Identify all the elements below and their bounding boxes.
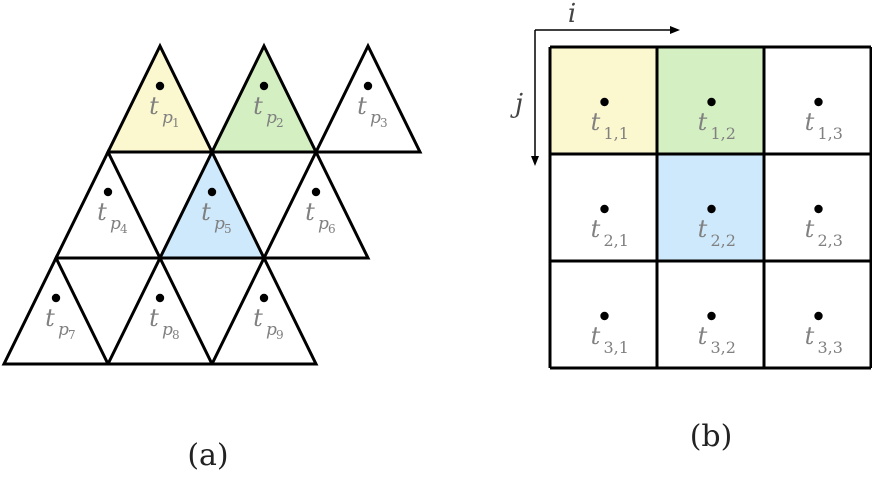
triangle-shape <box>53 148 163 260</box>
triangle-label-subscript: p <box>266 108 277 128</box>
triangle-shape <box>1 254 111 366</box>
triangle-label-subscript: p <box>370 108 381 128</box>
grid-label-letter: t <box>805 215 815 243</box>
triangle-label-letter: t <box>201 198 211 226</box>
triangle-label-index: 7 <box>68 328 76 342</box>
triangle-shape <box>105 42 215 154</box>
triangle-label-index: 1 <box>172 116 180 130</box>
triangle-label-subscript: p <box>266 320 277 340</box>
triangle-label-subscript: p <box>162 108 173 128</box>
triangle-shape <box>209 42 319 154</box>
grid-center-dot <box>600 311 609 321</box>
triangle-label-index: 3 <box>380 116 388 130</box>
grid-label-letter: t <box>698 215 708 243</box>
triangle-center-dot <box>259 293 269 303</box>
grid-center-dot <box>814 204 823 214</box>
grid-label-letter: t <box>805 108 815 136</box>
triangle-label-letter: t <box>45 304 55 332</box>
grid-center-dot <box>707 204 716 214</box>
triangle-label-index: 4 <box>120 222 128 236</box>
grid-label-subscript: 3,2 <box>711 338 736 357</box>
triangle-label-subscript: p <box>58 320 69 340</box>
triangle-label-letter: t <box>253 92 263 120</box>
grid-center-dot <box>814 97 823 107</box>
triangle-label-index: 5 <box>224 222 232 236</box>
triangle-center-dot <box>363 81 373 91</box>
grid-label-subscript: 1,3 <box>818 124 843 143</box>
j-axis-label: j <box>510 89 523 119</box>
triangle-label-letter: t <box>253 304 263 332</box>
triangle-shape <box>105 254 215 366</box>
triangle-shape <box>261 148 371 260</box>
grid-label-subscript: 3,3 <box>818 338 843 357</box>
triangle-label-letter: t <box>305 198 315 226</box>
grid-center-dot <box>707 97 716 107</box>
grid-center-dot <box>707 311 716 321</box>
grid-center-dot <box>600 97 609 107</box>
grid-label-letter: t <box>591 108 601 136</box>
triangle-label-subscript: p <box>162 320 173 340</box>
i-axis-arrowhead <box>670 26 680 34</box>
triangle-label-index: 2 <box>276 116 284 130</box>
grid-center-dot <box>814 311 823 321</box>
grid-label-letter: t <box>591 215 601 243</box>
grid-label-subscript: 2,2 <box>711 231 736 250</box>
grid-label-subscript: 1,1 <box>604 124 629 143</box>
triangle-label-index: 8 <box>172 328 180 342</box>
triangle-center-dot <box>155 293 165 303</box>
grid-center-dot <box>600 204 609 214</box>
j-axis-arrowhead <box>531 156 539 166</box>
triangle-label-index: 6 <box>328 222 336 236</box>
grid-label-letter: t <box>698 108 708 136</box>
grid-label-letter: t <box>805 322 815 350</box>
triangle-label-subscript: p <box>214 214 225 234</box>
triangle-label-subscript: p <box>318 214 329 234</box>
triangle-center-dot <box>51 293 61 303</box>
triangle-center-dot <box>259 81 269 91</box>
triangle-center-dot <box>103 187 113 197</box>
triangle-shape <box>313 42 423 154</box>
grid-label-subscript: 1,2 <box>711 124 736 143</box>
grid-label-letter: t <box>698 322 708 350</box>
triangle-center-dot <box>311 187 321 197</box>
triangle-label-letter: t <box>149 304 159 332</box>
triangle-label-subscript: p <box>110 214 121 234</box>
triangle-label-letter: t <box>149 92 159 120</box>
triangle-center-dot <box>155 81 165 91</box>
triangle-label-index: 9 <box>276 328 284 342</box>
triangle-shape <box>209 254 319 366</box>
grid-label-subscript: 3,1 <box>604 338 629 357</box>
panel-b-caption: (b) <box>690 419 733 454</box>
panel-a-caption: (a) <box>187 438 228 473</box>
i-axis-label: i <box>568 0 576 29</box>
triangle-label-letter: t <box>357 92 367 120</box>
grid-label-subscript: 2,1 <box>604 231 629 250</box>
grid-label-letter: t <box>591 322 601 350</box>
grid-label-subscript: 2,3 <box>818 231 843 250</box>
triangle-shape <box>157 148 267 260</box>
triangle-center-dot <box>207 187 217 197</box>
triangle-label-letter: t <box>97 198 107 226</box>
